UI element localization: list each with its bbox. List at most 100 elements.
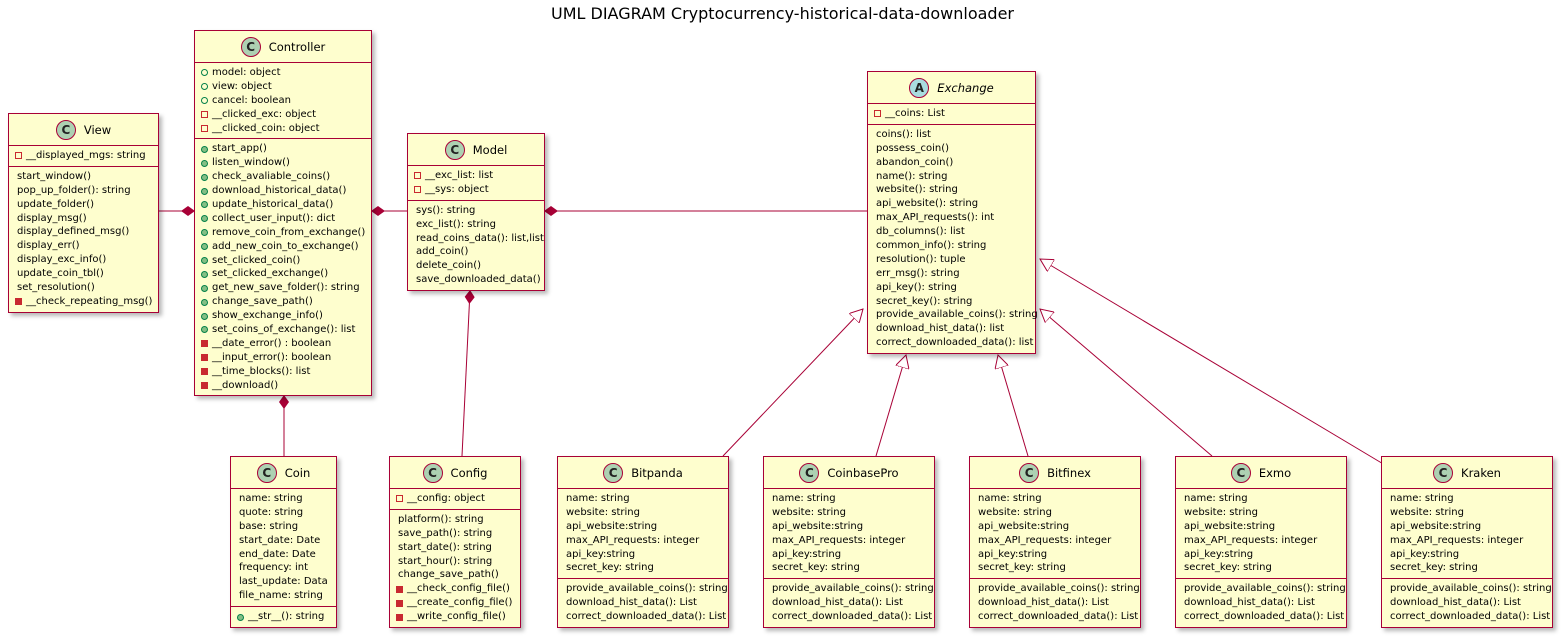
public-visibility-icon xyxy=(234,614,246,621)
class-field: __sys: object xyxy=(408,183,544,197)
class-method: start_app() xyxy=(195,142,371,156)
method-text: __date_error() : boolean xyxy=(212,337,332,349)
class-method: resolution(): tuple xyxy=(868,253,1035,267)
method-text: name(): string xyxy=(876,170,948,182)
public-visibility-icon xyxy=(198,215,210,222)
field-text: cancel: boolean xyxy=(212,94,291,106)
private-visibility-icon xyxy=(198,111,210,118)
method-text: err_msg(): string xyxy=(876,267,960,279)
class-icon: C xyxy=(799,462,820,483)
class-field: api_website:string xyxy=(970,520,1140,534)
methods-section: start_app()listen_window()check_avaliabl… xyxy=(195,139,371,395)
class-field: __displayed_mgs: string xyxy=(9,149,158,163)
field-text: __sys: object xyxy=(425,183,489,195)
class-method: sys(): string xyxy=(408,204,544,218)
class-method: api_website(): string xyxy=(868,197,1035,211)
method-text: provide_available_coins(): string xyxy=(1184,583,1346,595)
class-method: __check_config_file() xyxy=(390,582,520,596)
diagram-title: UML DIAGRAM Cryptocurrency-historical-da… xyxy=(551,4,1014,23)
public-visibility-icon xyxy=(198,285,210,292)
method-text: correct_downloaded_data(): List xyxy=(1390,611,1551,623)
method-text: website(): string xyxy=(876,184,958,196)
method-text: exc_list(): string xyxy=(416,218,496,230)
class-method: abandon_coin() xyxy=(868,156,1035,170)
class-method: download_historical_data() xyxy=(195,184,371,198)
field-text: secret_key: string xyxy=(978,562,1066,574)
method-text: add_new_coin_to_exchange() xyxy=(212,240,359,252)
class-icon: C xyxy=(1433,462,1454,483)
class-field: api_key:string xyxy=(764,548,934,562)
method-text: read_coins_data(): list,list xyxy=(416,232,544,244)
class-name: Model xyxy=(472,142,508,157)
public-visibility-icon xyxy=(198,174,210,181)
field-text: file_name: string xyxy=(239,590,323,602)
method-text: start_app() xyxy=(212,143,267,155)
public-visibility-icon xyxy=(198,83,210,90)
class-method: correct_downloaded_data(): list xyxy=(868,336,1035,350)
field-text: start_date: Date xyxy=(239,534,321,546)
method-text: __download() xyxy=(212,379,279,391)
class-field: file_name: string xyxy=(231,589,336,603)
method-text: save_path(): string xyxy=(398,527,493,539)
method-text: start_date(): string xyxy=(398,541,492,553)
class-field: name: string xyxy=(970,492,1140,506)
public-visibility-icon xyxy=(198,271,210,278)
field-text: website: string xyxy=(978,506,1052,518)
field-text: quote: string xyxy=(239,506,304,518)
class-field: api_key:string xyxy=(558,548,728,562)
class-method: provide_available_coins(): string xyxy=(1382,582,1552,596)
method-text: update_historical_data() xyxy=(212,199,334,211)
class-method: correct_downloaded_data(): List xyxy=(764,610,934,624)
method-text: correct_downloaded_data(): List xyxy=(978,611,1139,623)
class-method: save_downloaded_data() xyxy=(408,273,544,287)
class-field: max_API_requests: integer xyxy=(1382,534,1552,548)
field-text: max_API_requests: integer xyxy=(772,534,906,546)
private-visibility-icon xyxy=(12,152,24,159)
class-field: max_API_requests: integer xyxy=(764,534,934,548)
class-field: secret_key: string xyxy=(764,561,934,575)
class-field: max_API_requests: integer xyxy=(1176,534,1346,548)
method-text: sys(): string xyxy=(416,204,476,216)
class-method: update_historical_data() xyxy=(195,198,371,212)
class-method: __str__(): string xyxy=(231,610,336,624)
method-text: remove_coin_from_exchange() xyxy=(212,226,366,238)
public-visibility-icon xyxy=(198,160,210,167)
field-text: website: string xyxy=(772,506,846,518)
method-text: correct_downloaded_data(): List xyxy=(566,611,727,623)
class-method: __write_config_file() xyxy=(390,610,520,624)
class-method: check_avaliable_coins() xyxy=(195,170,371,184)
public-visibility-icon xyxy=(198,69,210,76)
class-field: model: object xyxy=(195,66,371,80)
class-method: exc_list(): string xyxy=(408,218,544,232)
method-text: __write_config_file() xyxy=(407,611,506,623)
class-field: api_website:string xyxy=(558,520,728,534)
class-field: frequency: int xyxy=(231,561,336,575)
inheritance-edge-coinbasepro xyxy=(875,355,906,457)
class-name: Config xyxy=(450,465,488,480)
method-text: get_new_save_folder(): string xyxy=(212,282,360,294)
class-method: download_hist_data(): List xyxy=(764,596,934,610)
method-text: set_clicked_exchange() xyxy=(212,268,329,280)
class-method: collect_user_input(): dict xyxy=(195,212,371,226)
method-text: show_exchange_info() xyxy=(212,310,323,322)
class-method: download_hist_data(): list xyxy=(868,322,1035,336)
class-name: Bitfinex xyxy=(1047,465,1091,480)
field-text: frequency: int xyxy=(239,562,309,574)
field-text: api_website:string xyxy=(1184,520,1276,532)
class-method: display_exc_info() xyxy=(9,253,158,267)
field-text: max_API_requests: integer xyxy=(1184,534,1318,546)
class-name: Bitpanda xyxy=(631,465,683,480)
class-icon: C xyxy=(444,139,465,160)
private-visibility-icon xyxy=(411,172,423,179)
fields-section: __displayed_mgs: string xyxy=(9,146,158,167)
